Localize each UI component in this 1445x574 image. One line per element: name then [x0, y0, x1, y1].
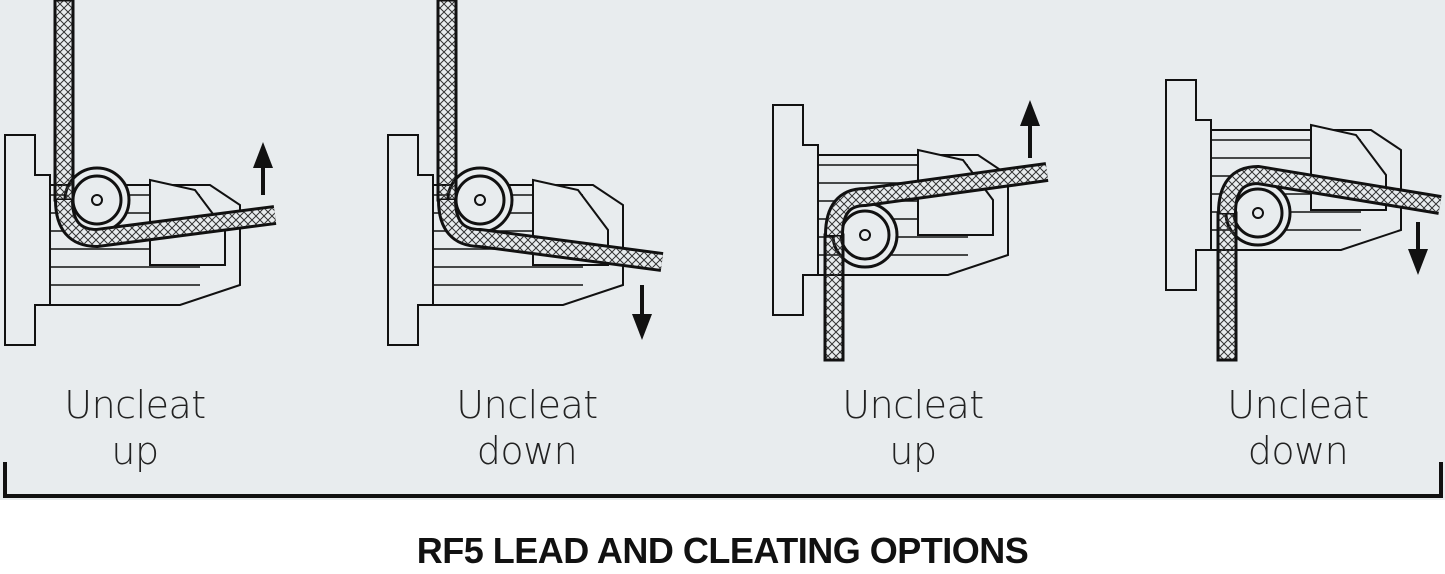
- label-line1: Uncleat: [64, 383, 206, 427]
- arrow-down-icon: [632, 314, 652, 340]
- label-line1: Uncleat: [1227, 383, 1369, 427]
- block-body: [1210, 129, 1402, 251]
- block-body: [49, 184, 241, 306]
- rope-vertical: [436, 0, 458, 202]
- rope-exit-hatch: [827, 165, 1048, 236]
- rope-vertical: [823, 233, 845, 362]
- label-line2: up: [111, 429, 159, 473]
- side-plate: [4, 134, 51, 346]
- page-title: RF5 LEAD AND CLEATING OPTIONS: [416, 530, 1029, 571]
- side-plate: [772, 104, 819, 316]
- label-line1: Uncleat: [456, 383, 598, 427]
- label-line1: Uncleat: [842, 383, 984, 427]
- rope-vertical: [53, 0, 75, 202]
- block-illustrations: [4, 0, 1442, 362]
- label-line2: down: [1247, 429, 1349, 473]
- side-plate: [1165, 79, 1212, 291]
- side-plate: [387, 134, 434, 346]
- axle: [91, 194, 103, 206]
- label-line2: up: [889, 429, 937, 473]
- axle: [1252, 207, 1264, 219]
- block-diagram-3: [772, 100, 1049, 362]
- block-body: [432, 184, 624, 306]
- rope-vertical: [1216, 211, 1238, 362]
- axle: [474, 194, 486, 206]
- rope-exit-hatch: [1220, 167, 1442, 214]
- arrow-up-icon: [1020, 100, 1040, 126]
- rope-exit-hatch: [440, 199, 663, 269]
- axle: [859, 229, 871, 241]
- block-diagram-4: [1165, 79, 1442, 362]
- bracket-line: [3, 462, 1443, 498]
- arrow-down-icon: [1408, 249, 1428, 275]
- label-line2: down: [476, 429, 578, 473]
- rope-exit-hatch: [57, 199, 276, 246]
- block-diagram-2: [387, 0, 664, 346]
- block-diagram-1: [4, 0, 277, 346]
- block-body: [817, 154, 1009, 276]
- arrow-up-icon: [253, 142, 273, 168]
